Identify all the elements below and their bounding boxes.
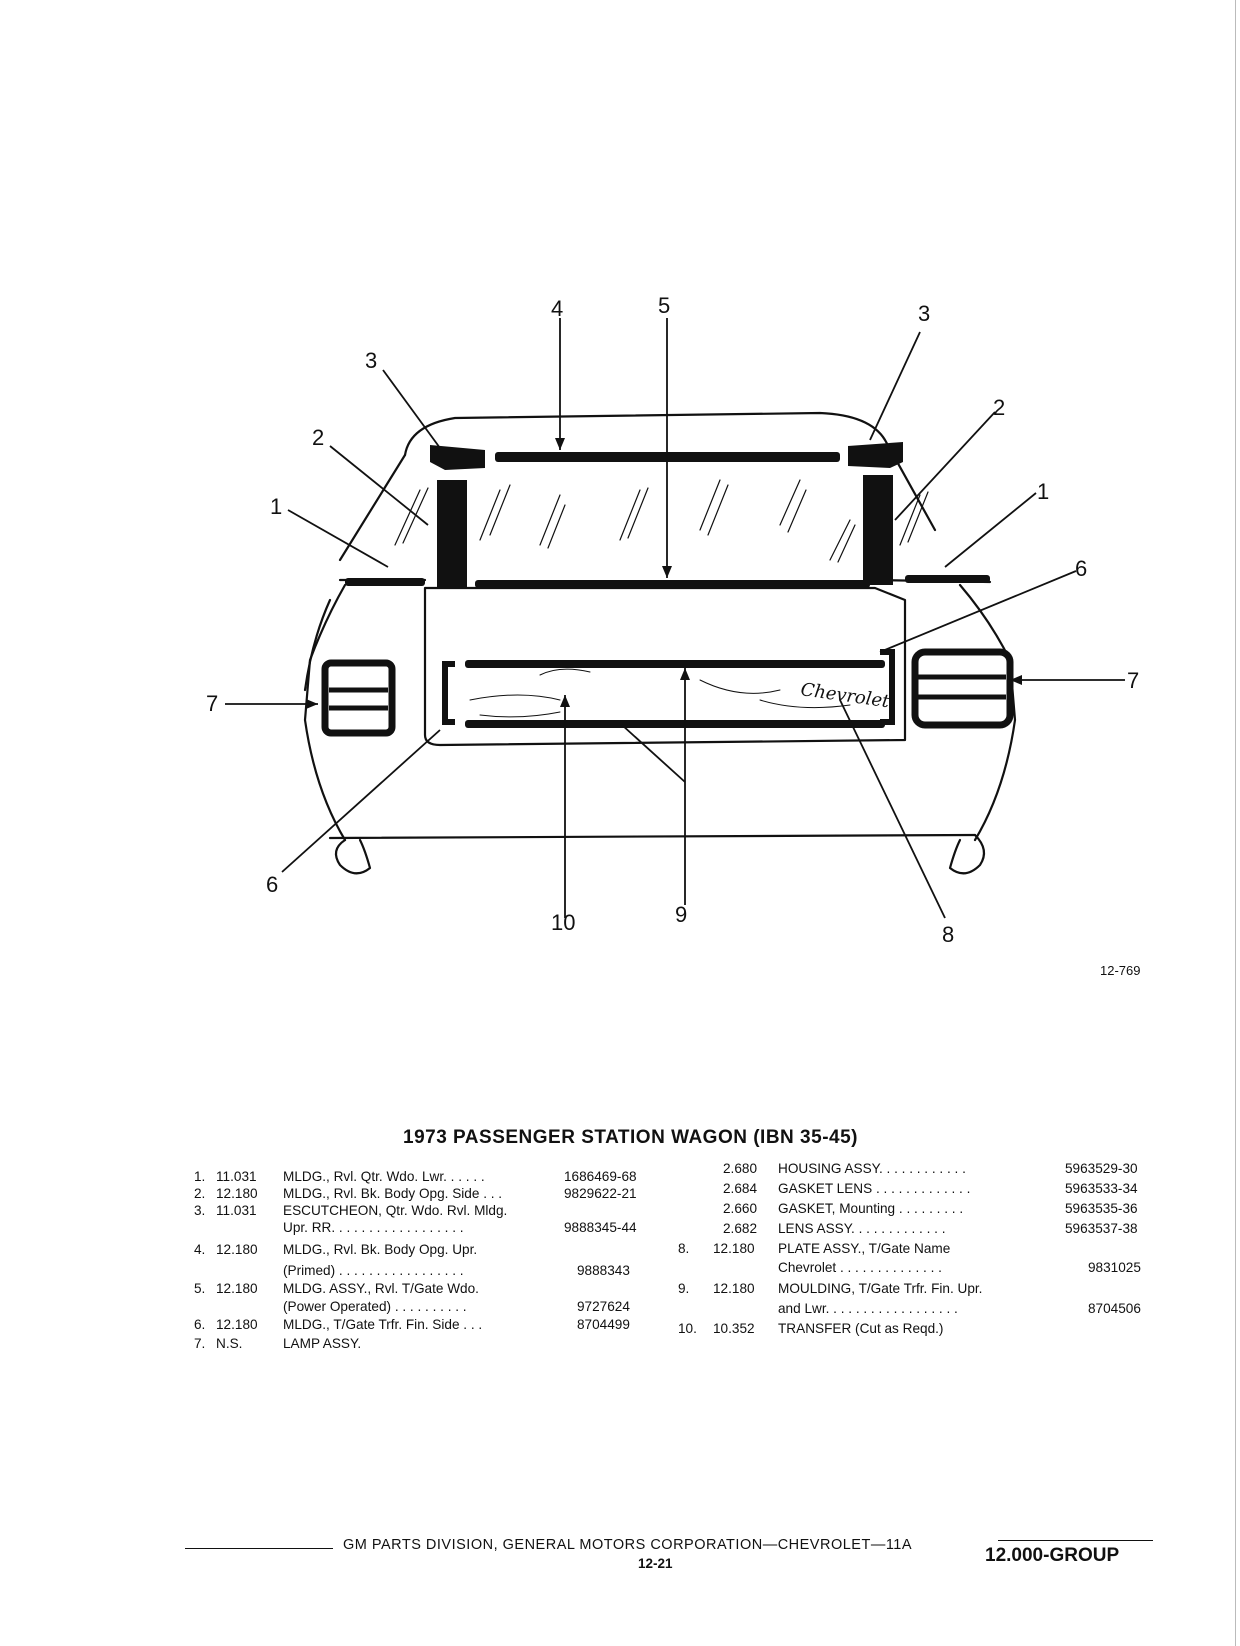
callout-2-right: 2 — [993, 395, 1006, 420]
footer-rule-left — [185, 1548, 333, 1549]
left-pillar-moulding — [437, 480, 467, 588]
left-escutcheon — [430, 445, 485, 470]
transfer-texture — [469, 668, 851, 718]
callout-7-left: 7 — [206, 691, 219, 716]
callout-9: 9 — [675, 902, 688, 927]
list-item: 7.N.S.LAMP ASSY. — [194, 1336, 362, 1351]
parts-diagram: Chevrolet — [225, 318, 1125, 919]
right-tail-lamp — [911, 648, 1014, 729]
tailgate-window-lower-moulding — [475, 580, 870, 588]
left-tail-lamp — [321, 659, 396, 737]
callout-3-left: 3 — [365, 348, 378, 373]
body-left-inner — [303, 598, 332, 692]
bumper — [328, 833, 977, 840]
glass-marks — [394, 479, 929, 563]
callout-2-left: 2 — [312, 425, 325, 450]
left-quarter-window-moulding — [345, 578, 425, 586]
right-quarter-window-moulding — [905, 575, 990, 583]
footer-rule-right — [998, 1540, 1153, 1541]
right-pillar-moulding — [863, 475, 893, 585]
callout-1-right: 1 — [1037, 479, 1050, 504]
callout-1-left: 1 — [270, 494, 283, 519]
right-escutcheon — [848, 442, 903, 468]
callout-4: 4 — [551, 296, 564, 321]
callout-10: 10 — [551, 910, 576, 935]
group-label: 12.000-GROUP — [985, 1545, 1120, 1566]
transfer-upper-moulding — [465, 660, 885, 668]
tailgate-panel — [423, 586, 907, 747]
callout-8: 8 — [942, 922, 955, 947]
callout-5: 5 — [658, 293, 671, 318]
transfer-lower-moulding — [465, 720, 885, 728]
list-item: (Primed) . . . . . . . . . . . . . . . .… — [283, 1263, 630, 1278]
roof-outline — [403, 411, 937, 532]
list-item: Chevrolet . . . . . . . . . . . . . . 98… — [778, 1260, 1141, 1275]
list-item: Upr. RR. . . . . . . . . . . . . . . . .… — [283, 1220, 637, 1235]
body-left-upper — [303, 583, 347, 842]
bumper-left-end — [334, 838, 372, 875]
callout-6-right: 6 — [1075, 556, 1088, 581]
page-number: 12-21 — [638, 1556, 673, 1571]
right-transfer-side — [880, 649, 895, 725]
footer-text: GM PARTS DIVISION, GENERAL MOTORS CORPOR… — [343, 1537, 913, 1553]
callout-6-left: 6 — [266, 872, 279, 897]
list-item: and Lwr. . . . . . . . . . . . . . . . .… — [778, 1301, 1141, 1316]
page-edge — [1235, 0, 1236, 1646]
bumper-right-end — [948, 833, 986, 875]
list-item: (Power Operated) . . . . . . . . . . 972… — [283, 1299, 630, 1314]
left-transfer-side — [442, 661, 455, 725]
callout-3-right: 3 — [918, 301, 931, 326]
page-title: 1973 PASSENGER STATION WAGON (IBN 35-45) — [403, 1127, 858, 1148]
figure-number: 12-769 — [1100, 963, 1141, 978]
callout-7-right: 7 — [1127, 668, 1140, 693]
roof-left — [338, 453, 407, 562]
